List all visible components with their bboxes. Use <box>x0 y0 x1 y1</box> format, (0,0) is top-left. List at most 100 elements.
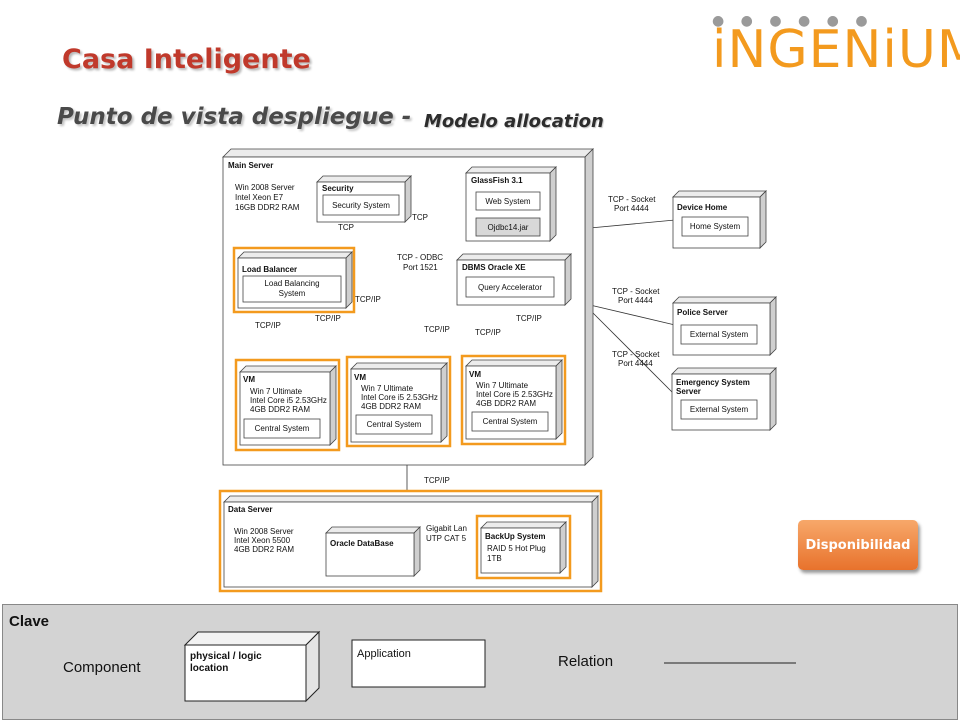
edge-label: TCP/IP <box>315 314 341 323</box>
edge-label: TCP/IP <box>355 295 381 304</box>
vm-spec: Intel Core i5 2.53GHz <box>361 393 438 402</box>
vm-label: VM <box>243 375 255 384</box>
dbms-label: DBMS Oracle XE <box>462 263 526 272</box>
external-system-label: External System <box>690 405 749 414</box>
edge-label: TCP <box>338 223 354 232</box>
oracle-database-node <box>325 532 415 577</box>
backup-system-node <box>480 527 561 574</box>
legend-application-label: Application <box>357 648 411 660</box>
main-server-spec: Intel Xeon E7 <box>235 193 284 202</box>
vm-spec: Intel Core i5 2.53GHz <box>250 396 327 405</box>
glassfish-label: GlassFish 3.1 <box>471 176 523 185</box>
oracle-database-label: Oracle DataBase <box>330 539 394 548</box>
legend-node-label: physical / logic <box>190 651 262 662</box>
backup-spec: 1TB <box>487 554 502 563</box>
legend-relation-label: Relation <box>558 653 614 670</box>
vm-node: VM Win 7 Ultimate Intel Core i5 2.53GHz … <box>460 354 567 446</box>
socket-label: TCP - Socket <box>612 287 660 296</box>
security-component-label: Security System <box>332 201 390 210</box>
edge-label: Port 1521 <box>403 263 438 272</box>
main-server-spec: Win 2008 Server <box>235 183 295 192</box>
vm-spec: Win 7 Ultimate <box>361 384 414 393</box>
main-server-label: Main Server <box>228 161 273 170</box>
edge-label: TCP - ODBC <box>397 253 443 262</box>
vm-spec: 4GB DDR2 RAM <box>361 402 421 411</box>
edge-label: TCP/IP <box>475 328 501 337</box>
emergency-server-node: Emergency System Server External System … <box>612 350 777 431</box>
legend-node-label: location <box>190 663 228 674</box>
edge-label: TCP <box>412 213 428 222</box>
vm-spec: 4GB DDR2 RAM <box>250 405 310 414</box>
edge-label: TCP/IP <box>424 325 450 334</box>
central-system-component <box>355 414 433 435</box>
edge-label: TCP/IP <box>516 314 542 323</box>
socket-label: TCP - Socket <box>608 195 656 204</box>
ingenium-logo: ● ● ● ● ● ● iNGENiUM <box>712 14 960 80</box>
data-server-spec: Intel Xeon 5500 <box>234 536 291 545</box>
data-server-spec: 4GB DDR2 RAM <box>234 545 294 554</box>
lan-label: UTP CAT 5 <box>426 534 467 543</box>
legend-title: Clave <box>9 613 50 630</box>
web-system-component <box>475 191 541 211</box>
page-subtitle: Punto de vista despliegue - <box>57 104 412 130</box>
home-system-label: Home System <box>690 222 741 231</box>
page-title: Casa Inteligente <box>62 44 311 75</box>
vm-label: VM <box>469 370 481 379</box>
dbms-node: DBMS Oracle XE Query Accelerator <box>456 253 572 306</box>
vm-spec: Win 7 Ultimate <box>250 387 303 396</box>
police-server-node: Police Server External System TCP - Sock… <box>612 287 777 356</box>
edge-label: TCP/IP <box>424 476 450 485</box>
device-home-node: Device Home Home System TCP - Socket Por… <box>608 190 767 249</box>
query-accelerator-component <box>465 276 555 298</box>
edge-label: TCP/IP <box>255 321 281 330</box>
lan-label: Gigabit Lan <box>426 524 467 533</box>
page-subtitle-model: Modelo allocation <box>424 111 604 132</box>
vm-node: VM Win 7 Ultimate Intel Core i5 2.53GHz … <box>345 355 452 448</box>
vm-spec: Win 7 Ultimate <box>476 381 529 390</box>
main-server-spec: 16GB DDR2 RAM <box>235 203 300 212</box>
glassfish-node: GlassFish 3.1 Web System Ojdbc14.jar <box>465 166 557 242</box>
legend-node: physical / logic location <box>183 630 321 703</box>
load-balancer-node: Load Balancer Load Balancing System <box>232 246 356 314</box>
data-server-spec: Win 2008 Server <box>234 527 294 536</box>
ojdbc-component <box>475 217 541 237</box>
load-balancer-label: Load Balancer <box>242 265 297 274</box>
device-home-label: Device Home <box>677 203 728 212</box>
logo-text: iNGENiUM <box>712 20 960 80</box>
vm-label: VM <box>354 373 366 382</box>
deployment-diagram: Main Server Win 2008 Server Intel Xeon E… <box>218 148 777 593</box>
data-server-label: Data Server <box>228 505 272 514</box>
external-system-label: External System <box>690 330 749 339</box>
logo-dots-icon: ● ● ● ● ● ● <box>712 13 874 29</box>
backup-system-label: BackUp System <box>485 532 545 541</box>
disponibilidad-button[interactable]: Disponibilidad <box>798 520 918 570</box>
load-balancing-component <box>242 275 342 303</box>
socket-label: TCP - Socket <box>612 350 660 359</box>
police-server-label: Police Server <box>677 308 728 317</box>
central-system-component <box>471 411 549 432</box>
security-label: Security <box>322 184 354 193</box>
ojdbc-label: Ojdbc14.jar <box>488 223 529 232</box>
external-system-component <box>680 399 758 420</box>
socket-label: Port 4444 <box>618 359 653 368</box>
backup-spec: RAID 5 Hot Plug <box>487 544 546 553</box>
vm-node: VM Win 7 Ultimate Intel Core i5 2.53GHz … <box>234 358 341 452</box>
legend-component-label: Component <box>63 659 141 676</box>
security-component <box>322 194 400 216</box>
central-system-label: Central System <box>483 417 538 426</box>
query-accelerator-label: Query Accelerator <box>478 283 542 292</box>
legend-panel: Clave Component physical / logic locatio… <box>2 604 958 720</box>
data-server-node: Data Server Win 2008 Server Intel Xeon 5… <box>218 489 603 593</box>
vm-spec: Intel Core i5 2.53GHz <box>476 390 553 399</box>
load-balancing-label: Load Balancing <box>264 279 319 288</box>
load-balancing-label: System <box>279 289 306 298</box>
web-system-label: Web System <box>485 197 531 206</box>
central-system-label: Central System <box>255 424 310 433</box>
central-system-label: Central System <box>367 420 422 429</box>
legend-shapes: physical / logic location Application <box>183 630 796 703</box>
home-system-component <box>681 216 749 237</box>
legend-application: Application <box>351 639 486 688</box>
emergency-server-label: Server <box>676 387 701 396</box>
central-system-component <box>243 418 321 439</box>
emergency-server-label: Emergency System <box>676 378 750 387</box>
